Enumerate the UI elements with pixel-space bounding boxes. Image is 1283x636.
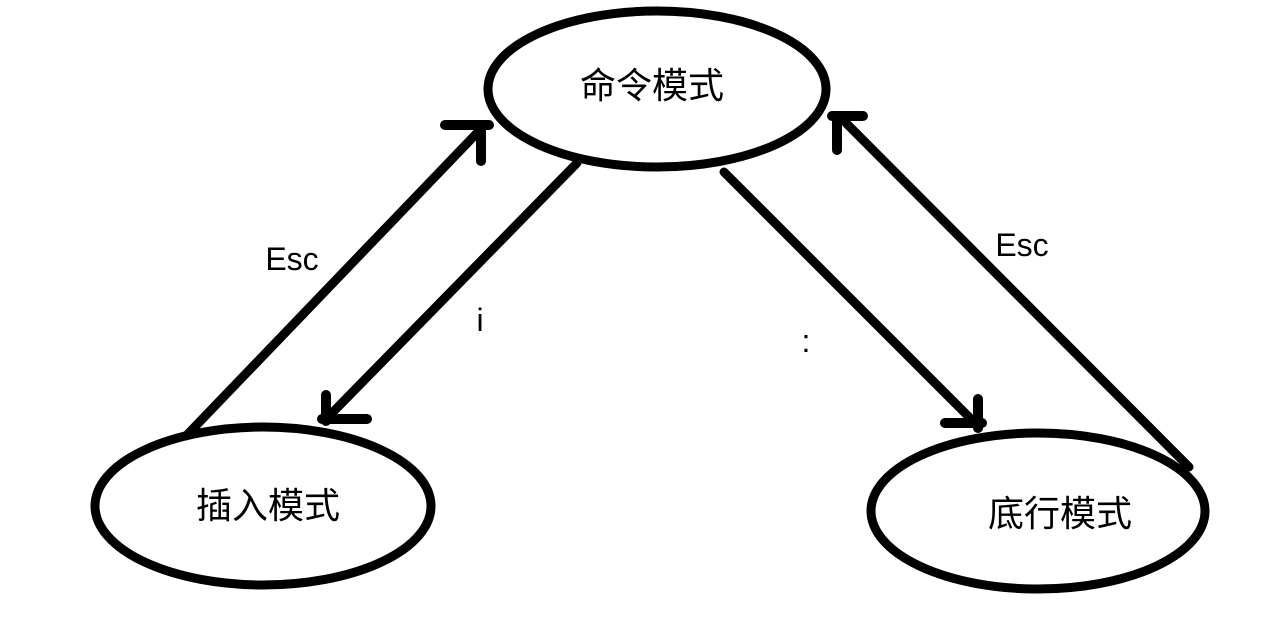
edge-last-line-to-command: Esc <box>827 111 1194 472</box>
edge-command-to-last-line: : <box>719 167 987 433</box>
edge-command-to-insert: i <box>317 158 582 426</box>
node-insert-mode: 插入模式 <box>90 422 436 590</box>
command-mode-label: 命令模式 <box>580 65 724 106</box>
arrowhead-down-right-icon <box>940 394 987 433</box>
edge-insert-to-command: Esc <box>181 120 494 441</box>
node-last-line-mode: 底行模式 <box>866 428 1210 594</box>
command-mode-ellipse <box>483 6 831 172</box>
edge-label-esc-right: Esc <box>995 227 1048 263</box>
arrowhead-down-left-icon <box>317 390 372 426</box>
edge-insert-to-command-line <box>181 128 482 441</box>
edge-command-to-insert-line <box>329 158 582 416</box>
insert-mode-ellipse <box>90 422 436 590</box>
edge-command-to-last-line-line <box>719 167 974 422</box>
edge-label-colon: : <box>802 323 811 359</box>
arrowhead-up-right-icon <box>440 120 494 166</box>
edge-label-esc-left: Esc <box>265 241 318 277</box>
edge-last-line-to-command-line <box>841 118 1194 472</box>
insert-mode-label: 插入模式 <box>196 485 340 526</box>
last-line-mode-ellipse <box>866 428 1210 594</box>
edge-label-i: i <box>476 302 483 338</box>
last-line-mode-label: 底行模式 <box>988 493 1132 534</box>
node-command-mode: 命令模式 <box>483 6 831 172</box>
arrowhead-up-left-icon <box>827 111 868 155</box>
